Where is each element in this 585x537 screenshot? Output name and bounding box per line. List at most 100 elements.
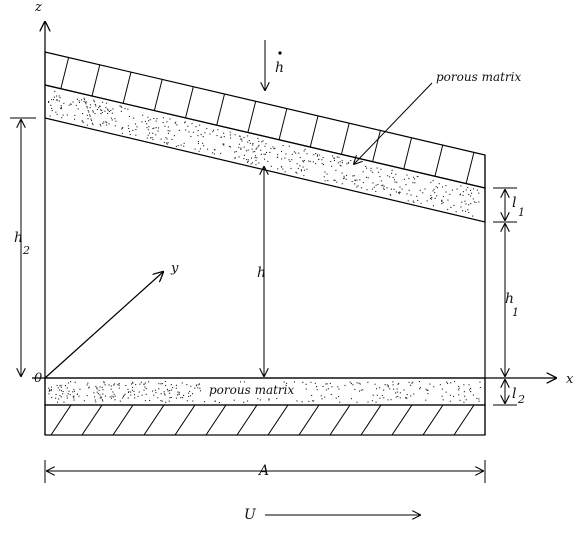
porous-dot bbox=[220, 136, 222, 138]
porous-dot bbox=[425, 399, 427, 401]
porous-dot bbox=[345, 178, 347, 180]
porous-dot bbox=[167, 390, 169, 392]
porous-dot bbox=[105, 107, 107, 109]
porous-dot bbox=[356, 179, 358, 181]
porous-dot bbox=[228, 145, 230, 147]
porous-dot bbox=[73, 395, 75, 397]
porous-dot bbox=[49, 389, 51, 391]
porous-dot bbox=[280, 166, 282, 168]
porous-dot bbox=[356, 382, 358, 384]
porous-dot bbox=[247, 135, 249, 137]
porous-dot bbox=[383, 397, 385, 399]
porous-dot bbox=[258, 144, 260, 146]
porous-dot bbox=[323, 176, 325, 178]
porous-dot bbox=[163, 141, 165, 143]
porous-dot bbox=[251, 148, 253, 150]
porous-dot bbox=[439, 384, 441, 386]
porous-dot bbox=[67, 393, 69, 395]
porous-dot bbox=[234, 134, 236, 136]
l1-label: l bbox=[512, 195, 516, 211]
porous-dot bbox=[441, 200, 443, 202]
porous-dot bbox=[413, 176, 415, 178]
porous-dot bbox=[265, 143, 267, 145]
porous-dot bbox=[175, 387, 177, 389]
porous-dot bbox=[257, 398, 259, 400]
porous-dot bbox=[132, 381, 134, 383]
porous-dot bbox=[333, 159, 335, 161]
porous-dot bbox=[297, 167, 299, 169]
porous-dot bbox=[406, 174, 408, 176]
porous-dot bbox=[365, 176, 367, 178]
porous-dot bbox=[144, 120, 146, 122]
porous-dot bbox=[143, 384, 145, 386]
porous-dot bbox=[313, 154, 315, 156]
porous-dot bbox=[383, 185, 385, 187]
porous-dot bbox=[390, 188, 392, 190]
porous-dot bbox=[313, 400, 315, 402]
porous-dot bbox=[131, 389, 133, 391]
porous-dot bbox=[90, 118, 92, 120]
porous-dot bbox=[197, 387, 199, 389]
porous-dot bbox=[442, 399, 444, 401]
porous-dot bbox=[397, 395, 399, 397]
porous-dot bbox=[110, 117, 112, 119]
porous-dot bbox=[390, 194, 392, 196]
porous-dot bbox=[96, 109, 98, 111]
porous-dot bbox=[272, 146, 274, 148]
porous-dot bbox=[267, 160, 269, 162]
porous-dot bbox=[432, 205, 434, 207]
porous-dot bbox=[254, 151, 256, 153]
porous-dot bbox=[384, 384, 386, 386]
porous-dot bbox=[430, 181, 432, 183]
porous-dot bbox=[70, 381, 72, 383]
porous-dot bbox=[91, 119, 93, 121]
porous-dot bbox=[240, 147, 242, 149]
hatch-line bbox=[422, 405, 444, 435]
porous-dot bbox=[169, 390, 171, 392]
porous-dot bbox=[379, 176, 381, 178]
porous-dot bbox=[152, 128, 154, 130]
porous-dot bbox=[48, 100, 50, 102]
porous-dot bbox=[108, 111, 110, 113]
porous-dot bbox=[366, 189, 368, 191]
porous-dot bbox=[95, 401, 97, 403]
porous-dot bbox=[127, 108, 129, 110]
porous-dot bbox=[83, 97, 85, 99]
porous-dot bbox=[389, 194, 391, 196]
porous-dot bbox=[150, 137, 152, 139]
porous-dot bbox=[100, 113, 102, 115]
porous-dot bbox=[50, 389, 52, 391]
porous-dot bbox=[343, 177, 345, 179]
porous-dot bbox=[478, 192, 480, 194]
porous-dot bbox=[316, 154, 318, 156]
porous-dot bbox=[128, 115, 130, 117]
porous-dot bbox=[406, 394, 408, 396]
porous-dot bbox=[164, 125, 166, 127]
porous-dot bbox=[391, 172, 393, 174]
porous-dot bbox=[202, 142, 204, 144]
porous-dot bbox=[277, 156, 279, 158]
porous-dot bbox=[135, 129, 137, 131]
porous-dot bbox=[235, 151, 237, 153]
hatch-line bbox=[298, 405, 320, 435]
porous-dot bbox=[288, 145, 290, 147]
porous-dot bbox=[450, 206, 452, 208]
porous-dot bbox=[445, 391, 447, 393]
porous-dot bbox=[153, 117, 155, 119]
porous-dot bbox=[243, 158, 245, 160]
porous-dot bbox=[276, 398, 278, 400]
porous-dot bbox=[284, 171, 286, 173]
porous-dot bbox=[463, 384, 465, 386]
porous-dot bbox=[394, 181, 396, 183]
h-dot-dot bbox=[278, 51, 282, 55]
porous-dot bbox=[130, 391, 132, 393]
porous-dot bbox=[121, 128, 123, 130]
h-label: h bbox=[257, 265, 266, 281]
porous-dot bbox=[154, 389, 156, 391]
hatch-line bbox=[143, 405, 165, 435]
porous-dot bbox=[383, 389, 385, 391]
porous-dot bbox=[254, 155, 256, 157]
porous-dot bbox=[63, 102, 65, 104]
porous-dot bbox=[58, 95, 60, 97]
porous-dot bbox=[55, 397, 57, 399]
